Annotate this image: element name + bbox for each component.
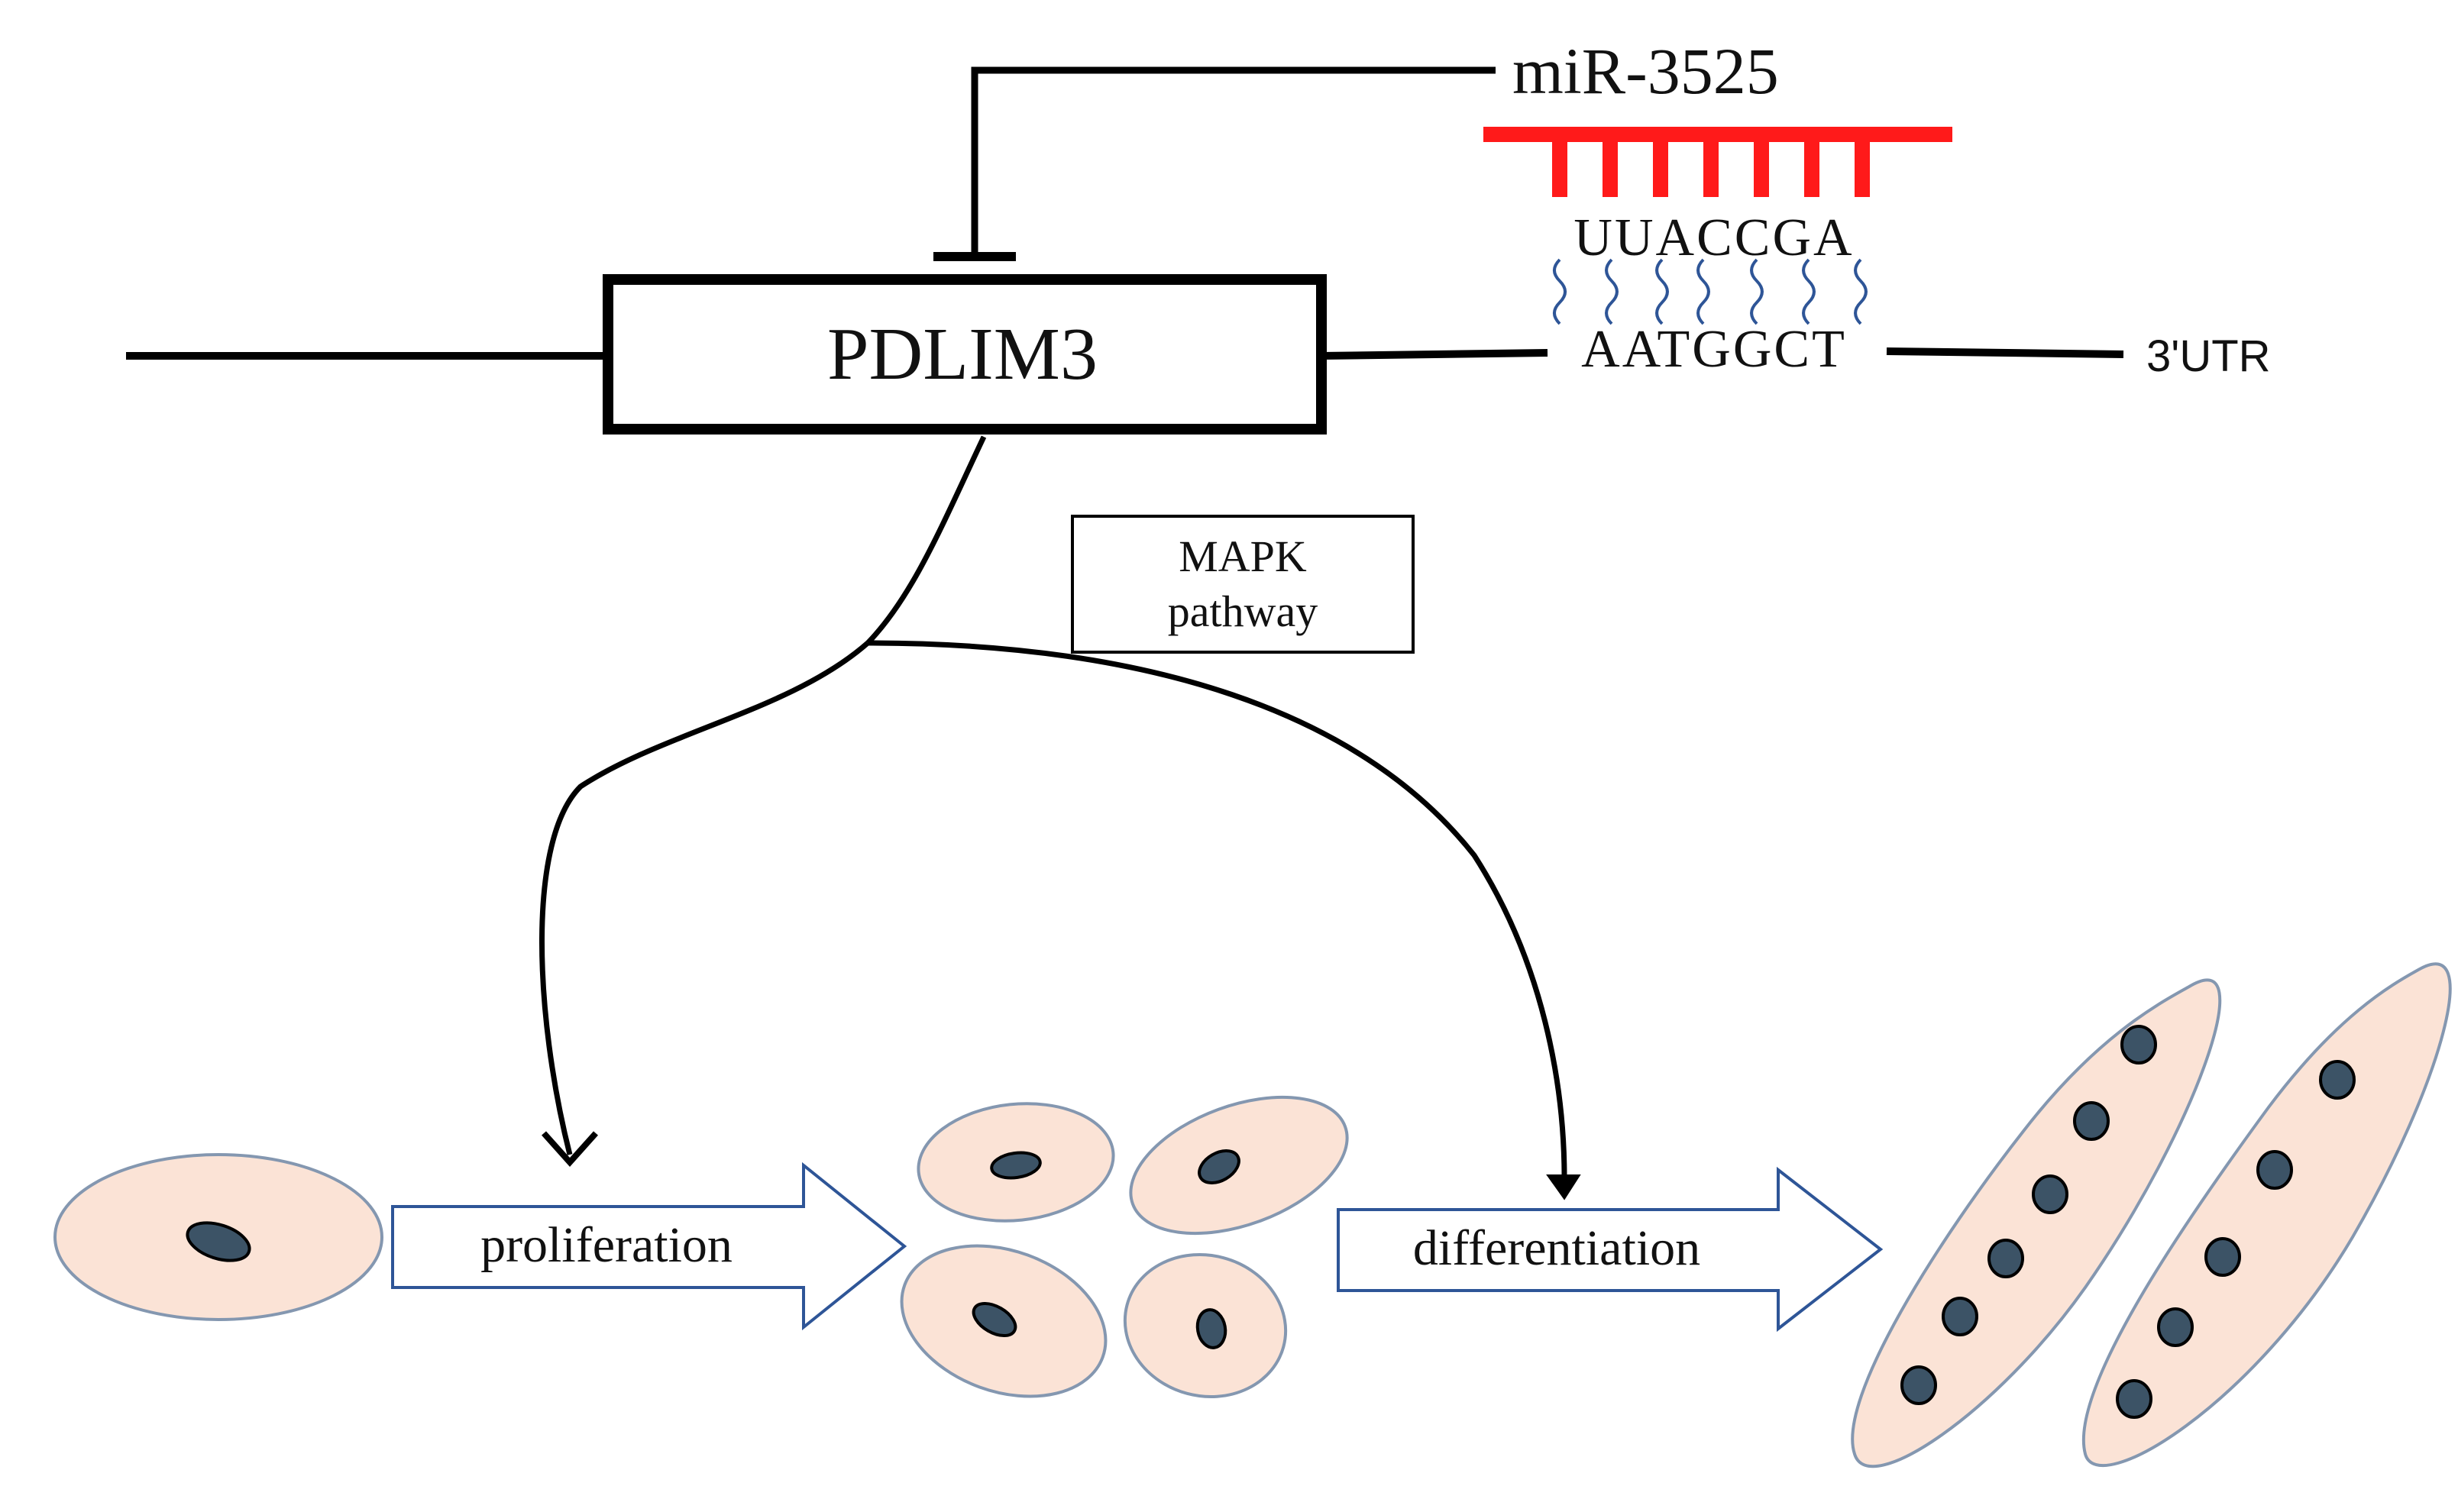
gene-line-right xyxy=(1886,347,2124,358)
mirna-tooth xyxy=(1653,134,1668,197)
differentiation-label: differentiation xyxy=(1413,1220,1700,1276)
myotubes xyxy=(1851,962,2452,1468)
mirna-tooth xyxy=(1855,134,1870,197)
proliferation-arrow xyxy=(391,1161,907,1331)
target-sequence: AATGGCT xyxy=(1581,320,1847,379)
pairing-wave xyxy=(1696,258,1710,325)
nucleus xyxy=(2032,1174,2068,1214)
mirna-tooth xyxy=(1754,134,1769,197)
mirna-tooth xyxy=(1804,134,1819,197)
nucleus xyxy=(1198,1149,1240,1184)
seed-sequence: UUACCGA xyxy=(1573,208,1854,267)
pathway-label: pathway xyxy=(1168,586,1318,636)
pairing-wave xyxy=(1854,258,1868,325)
base-pairing-waves xyxy=(1553,258,1868,325)
pairing-wave xyxy=(1553,258,1567,325)
nucleus xyxy=(2256,1150,2293,1190)
mapk-pathway-box xyxy=(1071,515,1415,654)
utr-label: 3'UTR xyxy=(2146,331,2271,381)
pairing-wave xyxy=(1750,258,1764,325)
pairing-wave xyxy=(1802,258,1816,325)
pdlim3-to-branch-curve xyxy=(865,435,987,645)
mirna-comb xyxy=(1483,127,1952,197)
mapk-label: MAPK xyxy=(1179,531,1307,581)
myotube-body xyxy=(1851,978,2222,1468)
gene-line-middle xyxy=(1321,349,1548,360)
pairing-wave xyxy=(1655,258,1669,325)
differentiation-arrow xyxy=(1337,1166,1884,1333)
differentiation-curve xyxy=(867,640,1567,1178)
mirna-tooth xyxy=(1703,134,1719,197)
proliferated-cells xyxy=(900,1095,1349,1399)
nucleus xyxy=(990,1151,1042,1180)
nucleus xyxy=(2204,1237,2241,1277)
mirna-label: miR-3525 xyxy=(1512,34,1779,108)
pdlim3-box xyxy=(603,274,1327,435)
differentiation-arrowhead xyxy=(1546,1174,1581,1200)
proliferation-curve xyxy=(539,641,870,1155)
nucleus xyxy=(1900,1365,1937,1405)
nucleus xyxy=(1942,1297,1978,1336)
nucleus xyxy=(1195,1308,1227,1349)
nucleus xyxy=(2073,1101,2110,1141)
proliferation-arrowhead xyxy=(542,1131,598,1167)
mirna-tooth xyxy=(1552,134,1567,197)
nucleus xyxy=(972,1301,1017,1338)
nucleus xyxy=(2319,1060,2356,1100)
nucleus xyxy=(1987,1239,2024,1278)
single-cell xyxy=(53,1153,383,1321)
nucleus xyxy=(2116,1379,2152,1419)
nucleus xyxy=(186,1221,251,1262)
mirna-tooth xyxy=(1603,134,1618,197)
nucleus xyxy=(2157,1307,2194,1347)
inhibition-line xyxy=(971,66,1496,257)
pairing-wave xyxy=(1605,258,1619,325)
nucleus xyxy=(2120,1025,2157,1065)
proliferation-label: proliferation xyxy=(480,1217,733,1273)
pdlim3-label: PDLIM3 xyxy=(827,313,1098,396)
